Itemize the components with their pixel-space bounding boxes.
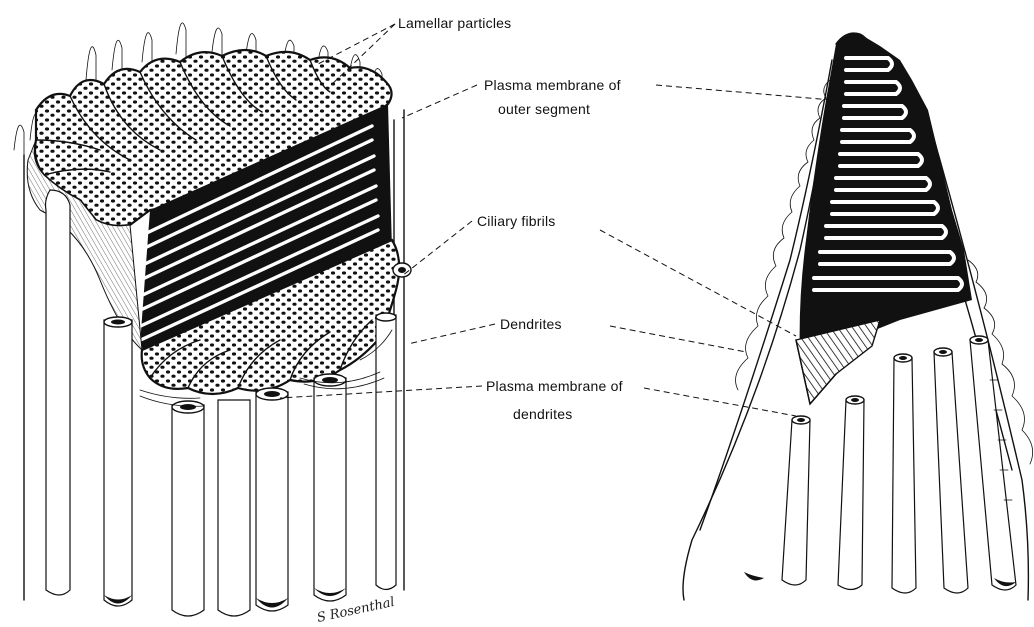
- right-illustration: [683, 33, 1033, 600]
- label-lamellar-particles: Lamellar particles: [398, 15, 511, 31]
- dendrite-tube: [46, 190, 71, 595]
- label-dendrites: Dendrites: [500, 316, 562, 332]
- dendrite-tube: [393, 263, 411, 277]
- dendrite-tube: [218, 400, 250, 616]
- label-plasma-membrane-dendrites-2: dendrites: [513, 406, 572, 422]
- dendrite-tube: [256, 388, 288, 611]
- dendrite-tube: [172, 401, 204, 616]
- dendrite-tube: [934, 348, 968, 593]
- dendrite-tube: [314, 374, 346, 601]
- dendrite-tube: [782, 416, 810, 585]
- dendrite-tube: [104, 317, 132, 606]
- label-plasma-membrane-outer-1: Plasma membrane of: [484, 77, 621, 93]
- label-ciliary-fibrils: Ciliary fibrils: [477, 213, 555, 229]
- dendrite-tube: [376, 313, 396, 590]
- label-plasma-membrane-dendrites-1: Plasma membrane of: [486, 378, 623, 394]
- dendrite-tube: [838, 396, 864, 590]
- label-plasma-membrane-outer-2: outer segment: [498, 101, 590, 117]
- dendrite-tube: [892, 354, 916, 593]
- dendrites-right: [744, 336, 1016, 593]
- left-illustration: S Rosenthal: [14, 23, 411, 626]
- lamellae-folds: [800, 33, 972, 360]
- dendrite-tube: [970, 336, 1016, 590]
- labels: Lamellar particles Plasma membrane of ou…: [398, 15, 623, 422]
